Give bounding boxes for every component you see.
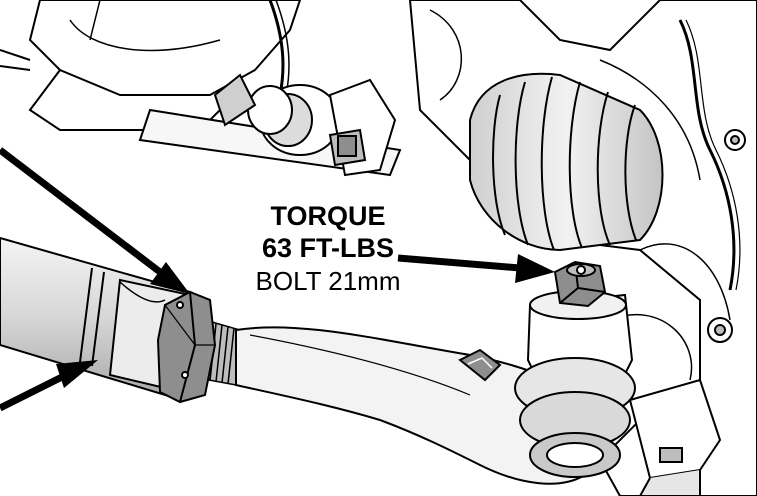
torque-callout: TORQUE 63 FT-LBS BOLT 21mm — [248, 200, 408, 297]
chassis-frame — [0, 0, 302, 131]
torque-nut — [553, 260, 607, 308]
torque-label: TORQUE — [270, 201, 386, 231]
bushing-assembly — [138, 73, 402, 177]
arrow-icon — [397, 254, 555, 283]
arrow-icon — [0, 360, 98, 412]
callout-arrows — [0, 147, 555, 412]
bolt-size: BOLT 21mm — [255, 266, 401, 296]
arrow-icon — [0, 147, 190, 294]
lower-bracket — [628, 378, 722, 496]
torque-value: 63 FT-LBS — [261, 233, 395, 263]
cv-boot — [469, 72, 664, 252]
ball-stud-housing — [514, 290, 636, 478]
jam-nut — [156, 290, 217, 404]
